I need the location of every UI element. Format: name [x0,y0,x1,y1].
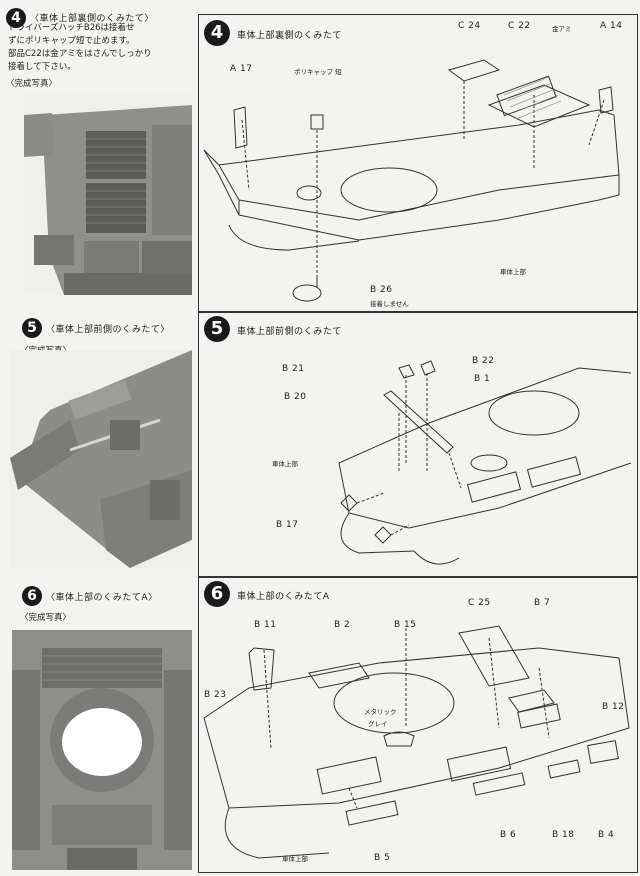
step-5-photo [10,350,192,568]
paint-label-grey: グレイ [368,720,388,728]
step-6-photo [12,630,192,870]
no-glue-note: 接着しません [370,300,409,308]
step-5-title: 〈車体上部前側のくみたて〉 [46,325,170,335]
step-4-diagram-title: 車体上部裏側のくみたて [237,31,342,41]
paint-label-metallic: メタリック [364,708,397,716]
part-label-b26: B 26 [370,285,393,295]
part-label-c22: C 22 [508,21,531,31]
part-label-b18: B 18 [552,830,575,840]
hull-label-step5: 車体上部 [272,460,298,468]
step-4-photo-caption: 〈完成写真〉 [6,79,58,89]
part-label-b22: B 22 [472,356,495,366]
part-label-b20: B 20 [284,392,307,402]
step-6-frame [198,577,638,873]
step-5-diagram-title: 車体上部前側のくみたて [237,327,342,337]
step-5-frame [198,312,638,577]
part-label-b11: B 11 [254,620,277,630]
part-label-mesh: 金アミ [552,25,572,33]
step-4-hull-diagram [203,59,620,302]
part-label-b7: B 7 [534,598,551,608]
step-6-number: 6 [22,586,42,606]
step-4-photo [24,95,192,295]
part-label-b23: B 23 [204,690,227,700]
part-label-b1: B 1 [474,374,491,384]
part-label-c24: C 24 [458,21,481,31]
part-label-b6: B 6 [500,830,517,840]
part-label-b15: B 15 [394,620,417,630]
step-4-diagram-number: 4 [204,20,230,46]
step-6-hull-diagram [203,625,630,859]
hull-label-step6: 車体上部 [282,855,308,863]
part-label-b5: B 5 [374,853,391,863]
part-label-c25: C 25 [468,598,491,608]
part-label-a17: A 17 [230,64,253,74]
part-label-b2: B 2 [334,620,351,630]
part-label-a14: A 14 [600,21,623,31]
part-label-polycap: ポリキャップ 短 [294,68,342,76]
step-5-number: 5 [22,318,42,338]
step-5-hull-diagram [338,360,632,565]
step-6-title: 〈車体上部のくみたてA〉 [46,593,158,603]
step-4-number: 4 [6,8,26,28]
step-6-diagram-title: 車体上部のくみたてA [237,592,330,602]
step-4-title: 〈車体上部裏側のくみたて〉 [30,14,154,24]
step-6-photo-caption: 〈完成写真〉 [20,613,72,623]
hull-label-step4: 車体上部 [500,268,526,276]
step-5-diagram-number: 5 [204,316,230,342]
part-label-b12: B 12 [602,702,625,712]
step-4-frame [198,14,638,312]
part-label-b17: B 17 [276,520,299,530]
step-6-diagram-number: 6 [204,581,230,607]
part-label-b21: B 21 [282,364,305,374]
part-label-b4: B 4 [598,830,615,840]
step-4-note: ドライバーズハッチB26は接着せ ずにポリキャップ短で止めます。 部品C22は金… [8,23,152,72]
